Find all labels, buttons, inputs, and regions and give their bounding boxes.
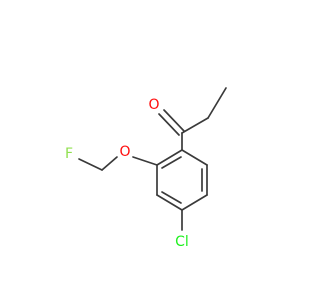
ring-bond-6 xyxy=(156,149,183,166)
bond-ring-ether-o xyxy=(132,156,158,166)
atom-o-ether: O xyxy=(119,144,130,160)
atom-f: F xyxy=(65,146,73,162)
structure-diagram: O O F Cl xyxy=(65,87,227,250)
ring-bond-1 xyxy=(181,149,208,166)
bond-ch2-f xyxy=(78,158,103,171)
ring-inner-double-3 xyxy=(161,156,182,169)
ring-bond-4 xyxy=(156,194,183,211)
bond-carbonyl-double-b xyxy=(158,113,180,136)
ring-inner-double-2 xyxy=(161,191,182,204)
bond-carbonyl-double-a xyxy=(163,109,185,132)
molecule-canvas: O O F Cl xyxy=(64,87,227,250)
bond-ether-o-ch2 xyxy=(101,156,118,171)
bond-ethyl-ch2-carbonyl xyxy=(181,117,209,134)
ring-bond-3 xyxy=(181,194,208,211)
bond-ethyl-ch3-ch2 xyxy=(207,87,227,119)
atom-cl: Cl xyxy=(175,234,189,250)
atom-o-carbonyl: O xyxy=(148,97,159,113)
